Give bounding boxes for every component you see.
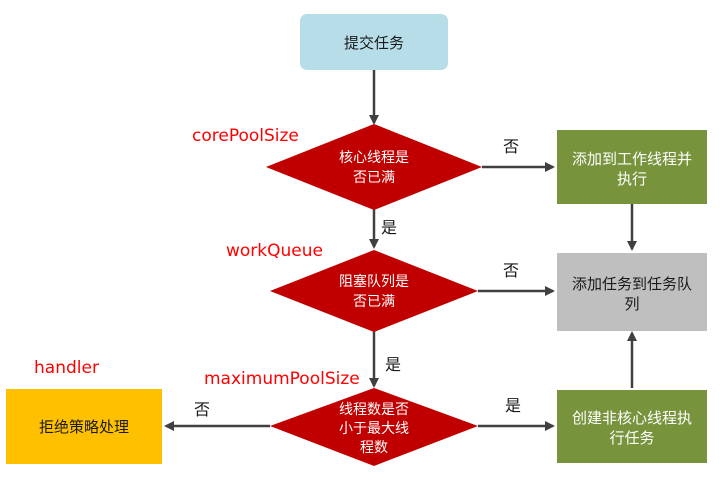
edge-label-core-no: 否: [503, 137, 519, 156]
queue-check-line-2: 否已满: [353, 294, 395, 310]
core-check-line-2: 否已满: [353, 170, 395, 186]
create-noncore-line-1: 创建非核心线程执: [572, 409, 692, 427]
add-to-queue-node: 添加任务到任务队 列: [557, 253, 707, 331]
core-thread-full-decision: 核心线程是 否已满: [266, 124, 482, 210]
param-core-pool-size: corePoolSize: [192, 126, 299, 146]
reject-handler-label: 拒绝策略处理: [39, 418, 129, 436]
queue-check-line-1: 阻塞队列是: [339, 273, 409, 290]
edge-label-max-no: 否: [194, 400, 210, 419]
core-check-line-1: 核心线程是: [339, 150, 409, 166]
edge-label-max-yes: 是: [505, 396, 521, 415]
add-worker-line-1: 添加到工作线程并: [572, 150, 692, 168]
param-work-queue: workQueue: [226, 241, 323, 261]
edge-label-queue-no: 否: [503, 261, 519, 280]
add-queue-line-1: 添加任务到任务队: [572, 275, 692, 293]
reject-handler-node: 拒绝策略处理: [6, 389, 162, 464]
submit-task-label: 提交任务: [344, 34, 404, 52]
add-queue-line-2: 列: [624, 295, 639, 313]
add-worker-line-2: 执行: [617, 170, 647, 188]
connectors: [164, 70, 637, 431]
edge-label-core-yes: 是: [381, 218, 397, 237]
param-handler: handler: [34, 358, 99, 378]
max-thread-decision: 线程数是否 小于最大线 程数: [270, 388, 478, 466]
create-noncore-line-2: 行任务: [609, 429, 654, 447]
submit-task-node: 提交任务: [300, 14, 448, 70]
add-worker-node: 添加到工作线程并 执行: [557, 130, 707, 204]
queue-full-decision: 阻塞队列是 否已满: [270, 250, 478, 332]
max-check-line-1: 线程数是否: [339, 402, 409, 418]
param-maximum-pool-size: maximumPoolSize: [204, 369, 360, 389]
max-check-line-3: 程数: [360, 440, 388, 456]
create-noncore-node: 创建非核心线程执 行任务: [557, 390, 707, 463]
max-check-line-2: 小于最大线: [339, 421, 409, 437]
edge-label-queue-yes: 是: [385, 355, 401, 374]
